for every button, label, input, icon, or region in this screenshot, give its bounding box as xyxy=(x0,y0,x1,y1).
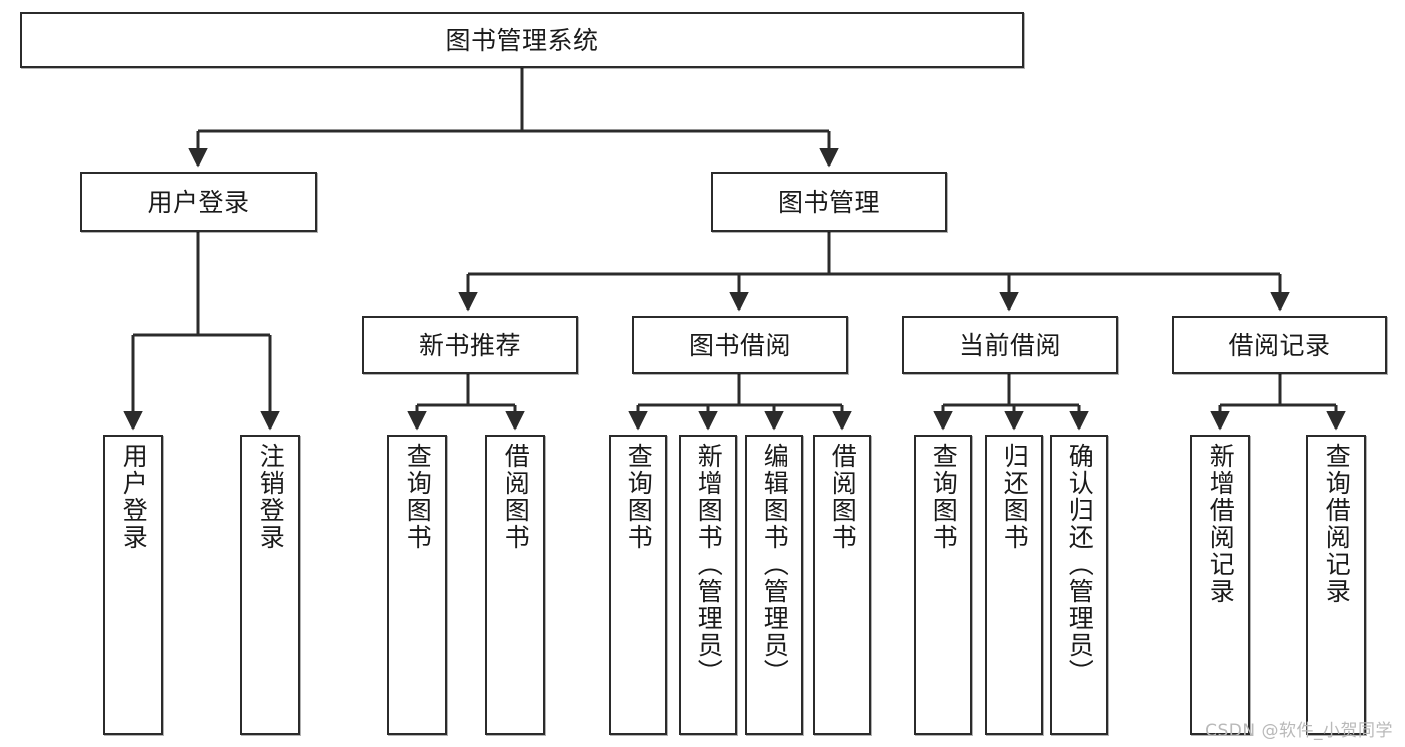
node-label: 查询图书 xyxy=(929,443,959,551)
root-node-图书管理系统[interactable]: 图书管理系统 xyxy=(20,12,1024,68)
node-label: 借阅图书 xyxy=(501,443,531,551)
node-label: 编辑图书（管理员） xyxy=(760,443,790,686)
leaf-node-查询图书-2[interactable]: 查询图书 xyxy=(387,435,447,735)
node-label: 确认归还（管理员） xyxy=(1065,443,1095,686)
leaf-node-用户登录-0[interactable]: 用户登录 xyxy=(103,435,163,735)
node-label: 新书推荐 xyxy=(418,330,521,360)
node-label: 当前借阅 xyxy=(958,330,1061,360)
leaf-node-编辑图书-管理员-6[interactable]: 编辑图书（管理员） xyxy=(745,435,803,735)
level2-node-图书借阅-1[interactable]: 图书借阅 xyxy=(632,316,848,374)
node-label: 新增图书（管理员） xyxy=(694,443,724,686)
level2-node-借阅记录-3[interactable]: 借阅记录 xyxy=(1172,316,1387,374)
leaf-node-确认归还-管理员-10[interactable]: 确认归还（管理员） xyxy=(1050,435,1108,735)
node-label: 用户登录 xyxy=(147,187,250,217)
level2-node-当前借阅-2[interactable]: 当前借阅 xyxy=(902,316,1118,374)
level2-node-新书推荐-0[interactable]: 新书推荐 xyxy=(362,316,578,374)
node-label: 图书管理 xyxy=(777,187,880,217)
watermark-label: CSDN @软件_小贺同学 xyxy=(1205,721,1393,741)
node-label: 新增借阅记录 xyxy=(1206,443,1236,605)
leaf-node-新增图书-管理员-5[interactable]: 新增图书（管理员） xyxy=(679,435,737,735)
leaf-node-查询图书-4[interactable]: 查询图书 xyxy=(609,435,667,735)
node-label: 注销登录 xyxy=(256,443,286,551)
level1-node-用户登录-0[interactable]: 用户登录 xyxy=(80,172,317,232)
node-label: 查询图书 xyxy=(624,443,654,551)
node-label: 图书借阅 xyxy=(688,330,791,360)
node-label: 归还图书 xyxy=(1000,443,1030,551)
node-label: 用户登录 xyxy=(119,443,149,551)
node-label: 查询借阅记录 xyxy=(1322,443,1352,605)
leaf-node-查询借阅记录-12[interactable]: 查询借阅记录 xyxy=(1306,435,1366,735)
level1-node-图书管理-1[interactable]: 图书管理 xyxy=(711,172,947,232)
leaf-node-归还图书-9[interactable]: 归还图书 xyxy=(985,435,1043,735)
leaf-node-借阅图书-7[interactable]: 借阅图书 xyxy=(813,435,871,735)
node-label: 借阅图书 xyxy=(828,443,858,551)
leaf-node-查询图书-8[interactable]: 查询图书 xyxy=(914,435,972,735)
node-label: 图书管理系统 xyxy=(445,25,599,55)
leaf-node-借阅图书-3[interactable]: 借阅图书 xyxy=(485,435,545,735)
node-label: 查询图书 xyxy=(403,443,433,551)
node-label: 借阅记录 xyxy=(1228,330,1331,360)
leaf-node-新增借阅记录-11[interactable]: 新增借阅记录 xyxy=(1190,435,1250,735)
leaf-node-注销登录-1[interactable]: 注销登录 xyxy=(240,435,300,735)
